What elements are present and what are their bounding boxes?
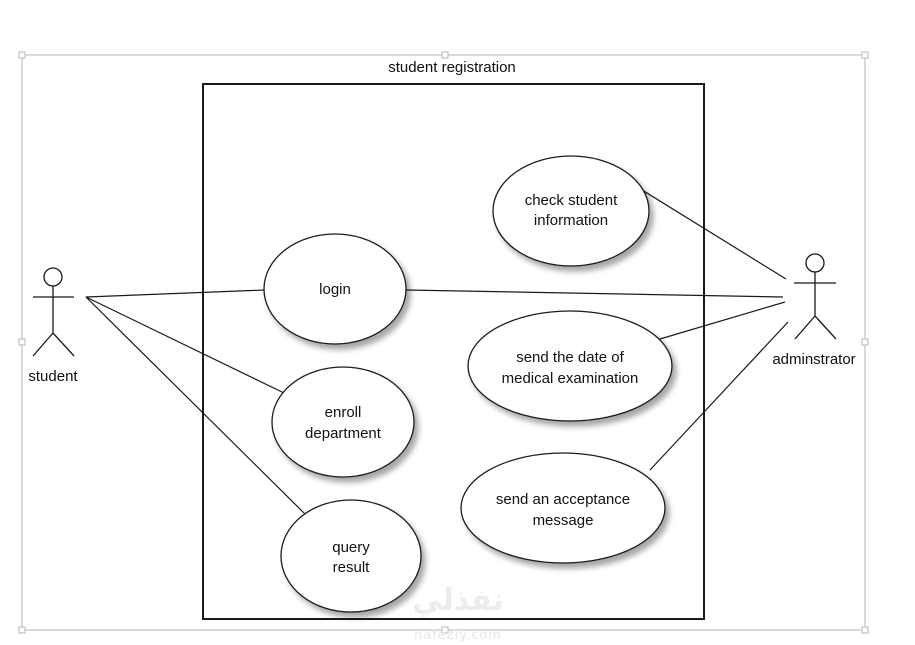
watermark-arabic: نفذلي (412, 583, 504, 618)
use-case-query-line2: result (333, 559, 371, 576)
use-case-medical-line2: medical examination (502, 370, 639, 387)
use-case-enroll-line2: department (305, 425, 382, 442)
frame-handle-right[interactable] (861, 338, 869, 346)
assoc-admin-acceptance (649, 321, 789, 471)
watermark: نفذلي nafezly.com (412, 583, 504, 643)
diagram-title: student registration (388, 59, 516, 76)
use-case-enroll-department[interactable]: enroll department (271, 366, 415, 478)
outer-frame (18, 51, 869, 634)
watermark-latin: nafezly.com (414, 628, 502, 643)
assoc-admin-medical (659, 301, 786, 340)
frame-handle-bottom-right[interactable] (861, 626, 869, 634)
use-case-acceptance-line1: send an acceptance (496, 491, 630, 508)
use-case-send-medical-examination-date[interactable]: send the date of medical examination (467, 310, 673, 422)
use-case-check-line2: information (534, 212, 608, 229)
assoc-student-query (85, 296, 306, 515)
use-case-acceptance-line2: message (533, 512, 594, 529)
use-case-enroll-line1: enroll (325, 404, 362, 421)
frame-handle-left[interactable] (18, 338, 26, 346)
system-boundary (202, 83, 705, 620)
administrator-actor-icon[interactable] (794, 253, 837, 340)
assoc-student-login (85, 289, 266, 298)
use-case-medical-line1: send the date of (516, 349, 624, 366)
frame-handle-top-left[interactable] (18, 51, 26, 59)
associations (85, 184, 789, 515)
use-case-login-label: login (319, 281, 351, 298)
use-case-query-line1: query (332, 539, 370, 556)
use-case-query-result[interactable]: query result (280, 499, 422, 613)
assoc-student-enroll (85, 296, 285, 394)
assoc-admin-login (405, 289, 784, 298)
frame-handle-top[interactable] (441, 51, 449, 59)
frame-handle-bottom[interactable] (441, 626, 449, 634)
use-case-send-acceptance-message[interactable]: send an acceptance message (460, 452, 666, 564)
frame-handle-bottom-left[interactable] (18, 626, 26, 634)
use-case-check-student-information[interactable]: check student information (492, 155, 650, 267)
administrator-actor-label: adminstrator (772, 351, 855, 368)
use-case-check-line1: check student (525, 192, 618, 209)
frame-handle-top-right[interactable] (861, 51, 869, 59)
assoc-admin-check (633, 184, 787, 280)
student-actor-icon[interactable] (32, 267, 75, 357)
student-actor-label: student (28, 368, 78, 385)
use-case-login[interactable]: login (263, 233, 407, 345)
